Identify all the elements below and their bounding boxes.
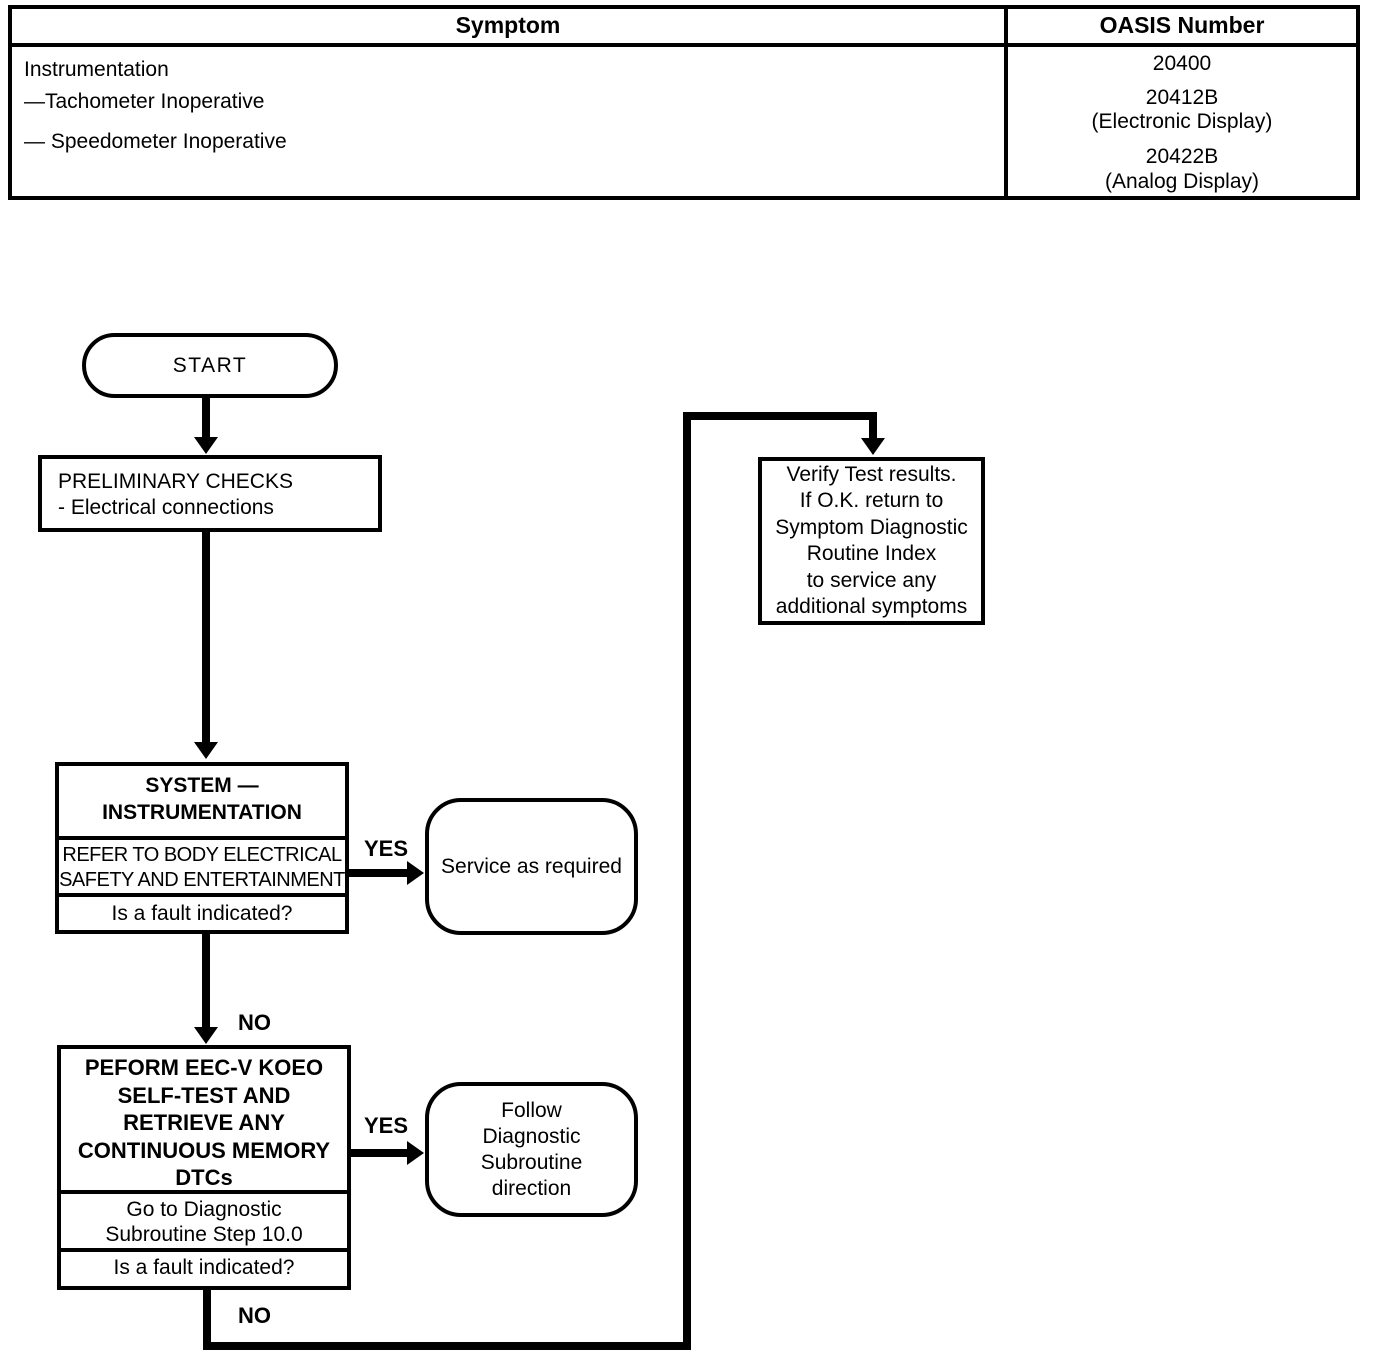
follow-text: Follow Diagnostic Subroutine direction bbox=[481, 1098, 583, 1202]
perform-goto-line: Go to Diagnostic bbox=[126, 1198, 282, 1221]
arrowhead-down-icon bbox=[194, 1027, 218, 1044]
perform-title: PEFORM EEC-V KOEO SELF-TEST AND RETRIEVE… bbox=[61, 1054, 347, 1192]
perform-eec-v-koeo-box: PEFORM EEC-V KOEO SELF-TEST AND RETRIEVE… bbox=[57, 1045, 351, 1290]
symptom-line: —Tachometer Inoperative bbox=[24, 90, 265, 113]
verify-line: Symptom Diagnostic bbox=[775, 515, 968, 539]
perform-title-line: PEFORM EEC-V KOEO bbox=[84, 1055, 324, 1080]
arrowhead-down-icon bbox=[194, 437, 218, 454]
yes-label: YES bbox=[364, 836, 409, 861]
oasis-number-note: (Analog Display) bbox=[1104, 170, 1260, 193]
verify-line: Routine Index bbox=[806, 542, 937, 565]
system-body-line: SAFETY AND ENTERTAINMENT bbox=[59, 869, 345, 891]
preliminary-line: - Electrical connections bbox=[58, 496, 274, 519]
connector-top-horizontal bbox=[683, 412, 877, 420]
preliminary-line: PRELIMINARY CHECKS bbox=[58, 470, 293, 493]
section-divider bbox=[59, 893, 345, 897]
perform-title-line: RETRIEVE ANY bbox=[123, 1110, 285, 1135]
symptom-line: — Speedometer Inoperative bbox=[24, 130, 287, 153]
system-title-line: SYSTEM — bbox=[145, 774, 259, 797]
connector-system-service bbox=[349, 869, 409, 877]
connector-bottom-horizontal bbox=[203, 1342, 691, 1350]
section-divider bbox=[59, 836, 345, 840]
perform-title-line: SELF-TEST AND bbox=[117, 1082, 291, 1108]
no-label: NO bbox=[238, 1303, 271, 1328]
table-header-divider bbox=[12, 43, 1356, 47]
system-title: SYSTEM — INSTRUMENTATION bbox=[59, 772, 345, 826]
arrowhead-right-icon bbox=[407, 861, 424, 885]
no-label: NO bbox=[238, 1010, 271, 1035]
preliminary-checks-box: PRELIMINARY CHECKS - Electrical connecti… bbox=[38, 455, 382, 532]
system-question: Is a fault indicated? bbox=[111, 902, 293, 925]
oasis-number: 20400 bbox=[1152, 52, 1212, 75]
system-body-line: REFER TO BODY ELECTRICAL bbox=[62, 844, 342, 866]
perform-title-line: CONTINUOUS MEMORY bbox=[77, 1137, 331, 1163]
follow-line: Subroutine bbox=[480, 1150, 583, 1174]
symptom-table: Symptom OASIS Number Instrumentation —Ta… bbox=[8, 5, 1360, 200]
connector-preliminary-system bbox=[202, 532, 210, 742]
oasis-number-note: (Electronic Display) bbox=[1091, 110, 1273, 133]
perform-goto: Go to Diagnostic Subroutine Step 10.0 bbox=[61, 1197, 347, 1247]
arrowhead-down-icon bbox=[861, 438, 885, 455]
start-label: START bbox=[172, 353, 248, 377]
follow-line: Diagnostic bbox=[482, 1124, 581, 1148]
table-column-divider bbox=[1004, 9, 1008, 196]
perform-goto-line: Subroutine Step 10.0 bbox=[105, 1223, 303, 1246]
system-title-line: INSTRUMENTATION bbox=[102, 801, 302, 824]
service-label: Service as required bbox=[441, 854, 622, 878]
section-divider bbox=[61, 1190, 347, 1194]
oasis-number: 20422B bbox=[1145, 145, 1219, 168]
verify-line: If O.K. return to bbox=[799, 489, 944, 512]
oasis-column-header: OASIS Number bbox=[1099, 12, 1265, 38]
connector-start-preliminary bbox=[202, 397, 210, 439]
perform-question: Is a fault indicated? bbox=[113, 1256, 295, 1279]
connector-system-perform bbox=[202, 934, 210, 1028]
verify-test-results-box: Verify Test results. If O.K. return to S… bbox=[758, 457, 985, 625]
perform-title-line: DTCs bbox=[175, 1165, 233, 1190]
oasis-number: 20412B bbox=[1145, 86, 1219, 109]
symptom-column-header: Symptom bbox=[455, 12, 561, 38]
connector-into-verify bbox=[869, 412, 877, 440]
arrowhead-right-icon bbox=[407, 1141, 424, 1165]
arrowhead-down-icon bbox=[194, 742, 218, 759]
yes-label: YES bbox=[364, 1113, 409, 1138]
follow-line: direction bbox=[491, 1176, 572, 1200]
symptom-line: Instrumentation bbox=[24, 58, 169, 81]
connector-perform-no-down bbox=[203, 1289, 211, 1350]
verify-line: Verify Test results. bbox=[786, 462, 957, 486]
service-as-required-box: Service as required bbox=[425, 798, 638, 935]
section-divider bbox=[61, 1248, 347, 1252]
start-terminator: START bbox=[82, 333, 338, 398]
connector-right-vertical bbox=[683, 412, 691, 1350]
connector-perform-follow bbox=[351, 1149, 409, 1157]
verify-line: to service any bbox=[806, 568, 937, 592]
system-instrumentation-box: SYSTEM — INSTRUMENTATION REFER TO BODY E… bbox=[55, 762, 349, 934]
follow-line: Follow bbox=[501, 1098, 562, 1122]
system-body: REFER TO BODY ELECTRICAL SAFETY AND ENTE… bbox=[59, 843, 345, 893]
verify-line: additional symptoms bbox=[775, 595, 968, 618]
follow-subroutine-box: Follow Diagnostic Subroutine direction bbox=[425, 1082, 638, 1217]
